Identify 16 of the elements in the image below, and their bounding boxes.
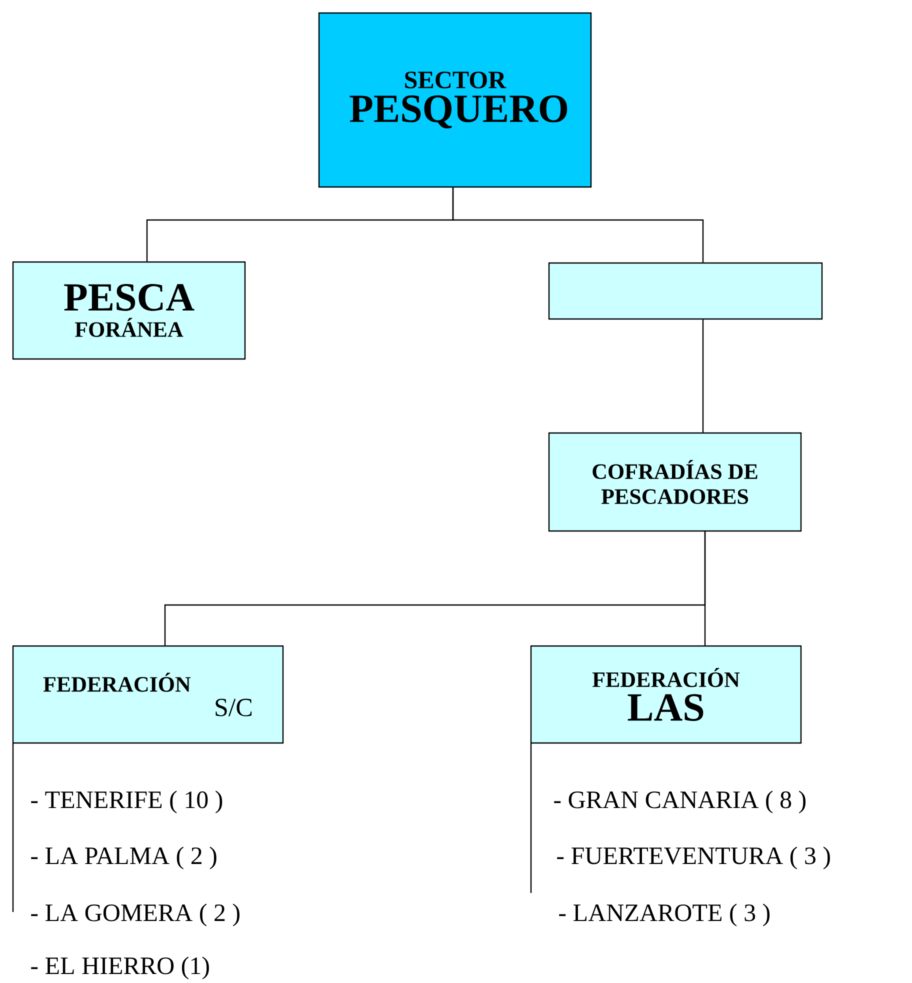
org-box: PESCA FORÁNEA	[12, 261, 246, 360]
list-item: - LA GOMERA ( 2 )	[31, 904, 240, 926]
list-item: - EL HIERRO (1)	[31, 956, 209, 980]
list-item: - TENERIFE ( 10 )	[31, 790, 222, 814]
org-box: FEDERACIÓN S/C	[12, 645, 284, 744]
org-box: FEDERACIÓN LAS	[530, 645, 802, 744]
connector-line	[704, 532, 706, 646]
list-item: - LANZAROTE ( 3 )	[559, 904, 770, 926]
org-box: SECTOR PESQUERO	[318, 12, 592, 188]
connector-line	[452, 188, 704, 262]
connector-line	[702, 320, 704, 432]
list-item: - LA PALMA ( 2 )	[31, 846, 216, 870]
list-item: - GRAN CANARIA ( 8 )	[554, 790, 806, 814]
org-box: COFRADÍAS DE PESCADORES	[548, 432, 802, 532]
empty-box	[548, 262, 823, 320]
list-item: - FUERTEVENTURA ( 3 )	[557, 846, 830, 870]
